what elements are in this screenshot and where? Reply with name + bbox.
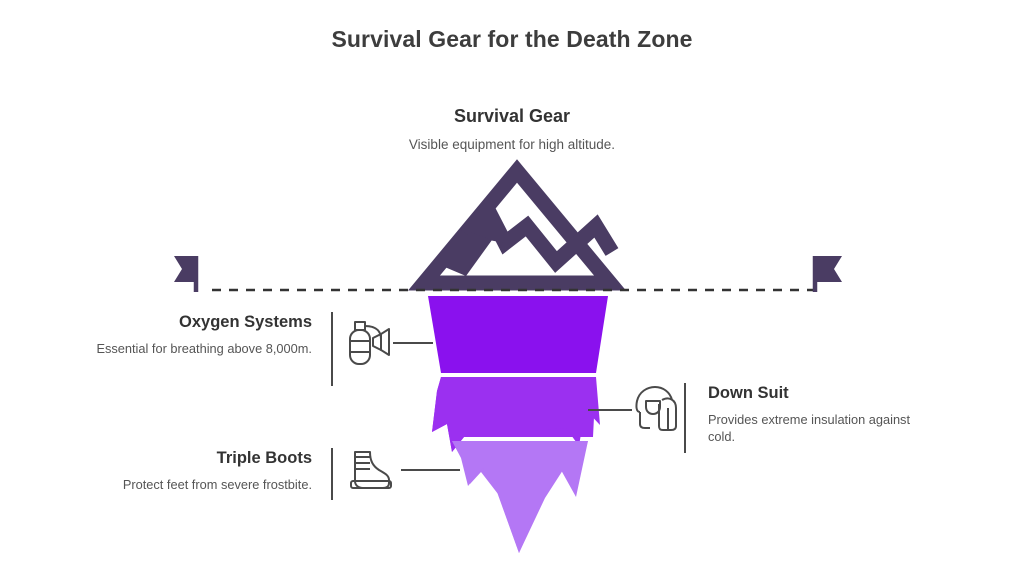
divider-boots — [331, 448, 333, 500]
item-description: Essential for breathing above 8,000m. — [96, 341, 312, 356]
above-water-heading: Survival Gear — [453, 106, 571, 126]
item-description: Protect feet from severe frostbite. — [122, 477, 312, 492]
above-water-label: Survival Gear Visible equipment for high… — [0, 104, 1024, 154]
item-label-triple-boots: Triple Boots Protect feet from severe fr… — [60, 448, 326, 493]
item-heading: Down Suit — [708, 384, 789, 402]
divider-oxygen — [331, 312, 333, 386]
iceberg-band-oxygen — [428, 296, 608, 373]
above-water-description: Visible equipment for high altitude. — [408, 137, 616, 152]
flag-left-icon — [174, 256, 199, 292]
divider-down-suit — [684, 383, 686, 453]
boot-icon — [350, 451, 392, 489]
item-heading: Triple Boots — [216, 449, 312, 467]
page-title: Survival Gear for the Death Zone — [331, 26, 693, 52]
down-jacket-icon — [635, 386, 677, 431]
item-label-down-suit: Down Suit Provides extreme insulation ag… — [694, 383, 934, 445]
item-label-oxygen-systems: Oxygen Systems Essential for breathing a… — [70, 312, 326, 357]
item-heading: Oxygen Systems — [179, 313, 312, 331]
oxygen-tank-icon — [349, 321, 390, 365]
mountain-icon — [408, 159, 626, 291]
flag-right-icon — [812, 256, 842, 292]
item-description: Provides extreme insulation against cold… — [708, 412, 911, 444]
